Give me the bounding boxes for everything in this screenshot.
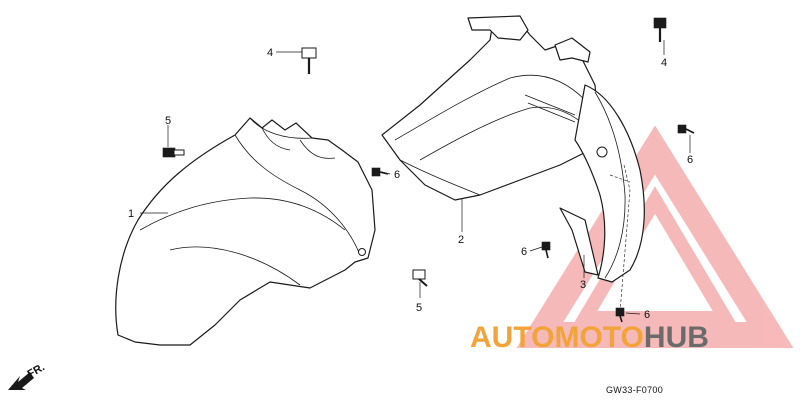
watermark-hub: HUB: [644, 321, 709, 354]
watermark-auto: AUTO: [470, 321, 554, 354]
front-direction-arrow: FR.: [8, 361, 47, 390]
drawing-code: GW33-F0700: [606, 385, 663, 395]
leader-lines: [140, 40, 691, 315]
callout-3: 3: [580, 279, 586, 291]
watermark-logo: AUTOMOTOHUB: [470, 321, 709, 354]
rear-mudguard-part: [559, 84, 645, 313]
screw-6-bottom: [615, 307, 625, 323]
callout-6-center: 6: [394, 169, 400, 181]
callout-6-bottom: 6: [644, 309, 650, 321]
watermark-moto: MOTO: [554, 321, 643, 354]
callout-1: 1: [128, 208, 134, 220]
bolt-5-bottom: [412, 269, 428, 287]
callout-2: 2: [458, 234, 464, 246]
bolt-5-left: [162, 147, 185, 158]
watermark-triangle: [516, 125, 794, 348]
bolt-4-upper-left: [301, 47, 317, 74]
inner-fender-part: [381, 15, 599, 201]
callout-4-right: 4: [661, 57, 667, 69]
screw-6-right: [677, 124, 695, 134]
callout-4-left: 4: [267, 47, 273, 59]
callout-6-mid: 6: [521, 246, 527, 258]
front-direction-label: FR.: [26, 361, 47, 380]
screw-6-center: [371, 167, 389, 177]
callout-5-top: 5: [165, 115, 171, 127]
screw-6-mid: [541, 241, 551, 259]
front-fender-part: [115, 117, 376, 346]
watermark-text: AUTOMOTOHUB: [470, 321, 709, 354]
callout-5-bottom: 5: [416, 302, 422, 314]
bolt-4-upper-right: [653, 17, 667, 42]
callout-6-right: 6: [687, 154, 693, 166]
